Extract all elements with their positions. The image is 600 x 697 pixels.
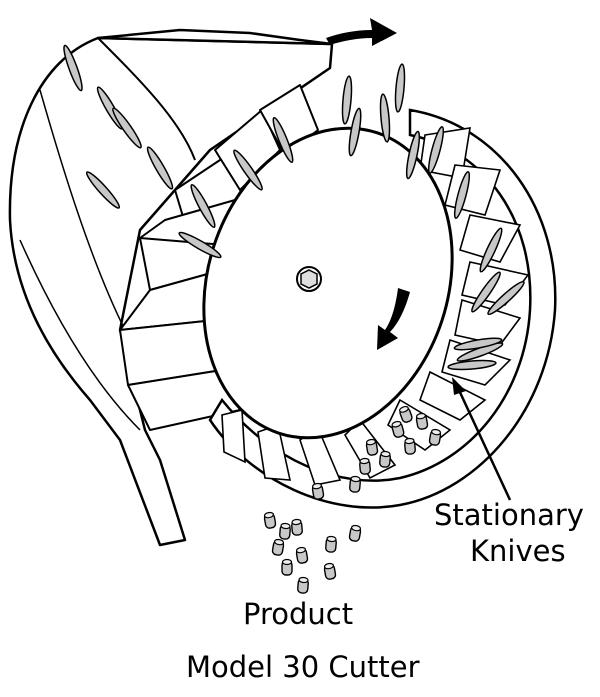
stationary-knives-label: Stationary	[434, 498, 584, 532]
rotation-arrow-icon	[377, 288, 410, 350]
impeller-disc	[202, 126, 454, 440]
product-label: Product	[243, 597, 354, 631]
hub-bolt-icon	[296, 266, 322, 292]
knife-ring	[208, 108, 557, 509]
cutter-housing	[8, 28, 334, 547]
diagram-caption: Model 30 Cutter	[186, 650, 420, 684]
rotation-arrow-icon	[326, 18, 397, 46]
stationary-knives-label: Knives	[470, 534, 566, 568]
knives-leader	[452, 377, 512, 501]
